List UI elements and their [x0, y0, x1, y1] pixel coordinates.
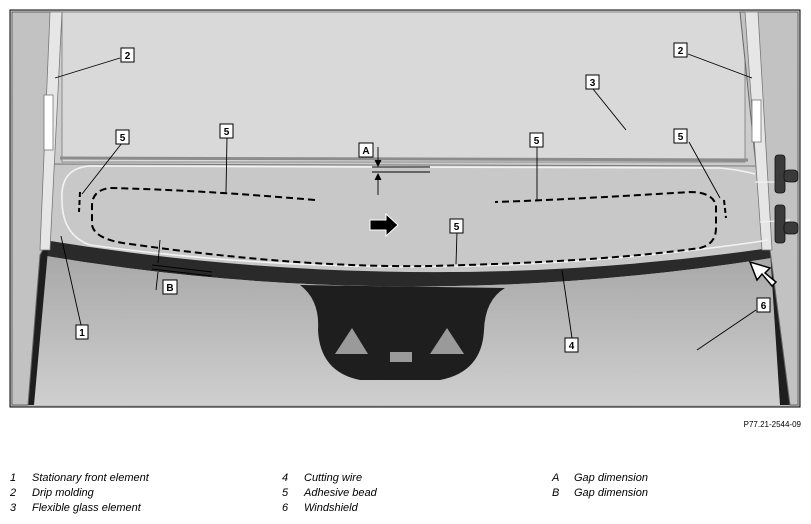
windshield-diagram: 1 2 2 3 4 5 5 5 5 5 6 A	[9, 9, 801, 408]
callout-5-center: 5	[449, 218, 464, 234]
callout-1: 1	[75, 324, 89, 340]
flexible-glass-element	[61, 11, 746, 163]
callout-3: 3	[585, 74, 600, 90]
cutting-wire	[61, 165, 769, 268]
svg-text:5: 5	[678, 132, 684, 143]
gap-b-dimension	[151, 239, 213, 291]
svg-text:4: 4	[569, 341, 575, 352]
gap-a-dimension	[372, 147, 430, 195]
direction-arrow-icon	[369, 212, 399, 238]
svg-text:5: 5	[534, 136, 540, 147]
cutting-wire-handles	[774, 154, 799, 244]
leader-lines	[54, 53, 757, 351]
sensor-window-center	[390, 352, 412, 362]
pillar-reflection-right	[751, 99, 762, 143]
adhesive-bead	[91, 186, 717, 268]
callout-4: 4	[564, 337, 579, 353]
windshield-frit-band	[40, 240, 790, 287]
callout-a: A	[358, 142, 374, 158]
callout-6: 6	[756, 297, 771, 313]
svg-text:1: 1	[79, 328, 85, 339]
figure-reference: P77.21-2544-09	[743, 420, 801, 429]
callout-5-far-right: 5	[673, 128, 688, 144]
svg-text:A: A	[362, 146, 369, 157]
callout-2-right: 2	[673, 42, 688, 58]
svg-text:5: 5	[224, 127, 230, 138]
sensor-window-left	[335, 328, 368, 354]
insertion-arrow-icon	[748, 260, 778, 288]
adhesive-bead-left-end	[78, 191, 81, 213]
svg-text:2: 2	[678, 46, 684, 57]
svg-text:B: B	[166, 283, 173, 294]
callout-5-right: 5	[529, 132, 544, 148]
svg-text:6: 6	[761, 301, 767, 312]
callout-2-left: 2	[120, 47, 135, 63]
svg-text:5: 5	[454, 222, 460, 233]
callout-5-far-left: 5	[115, 129, 130, 145]
svg-text:3: 3	[590, 78, 596, 89]
svg-text:5: 5	[120, 133, 126, 144]
sensor-window-right	[430, 328, 464, 354]
adhesive-bead-right-end	[723, 199, 727, 219]
svg-text:2: 2	[125, 51, 131, 62]
callout-5-left: 5	[219, 123, 234, 139]
callout-b: B	[162, 279, 178, 295]
pillar-reflection-left	[43, 94, 54, 151]
mirror-base	[300, 285, 505, 380]
front-element-edge	[59, 156, 749, 162]
